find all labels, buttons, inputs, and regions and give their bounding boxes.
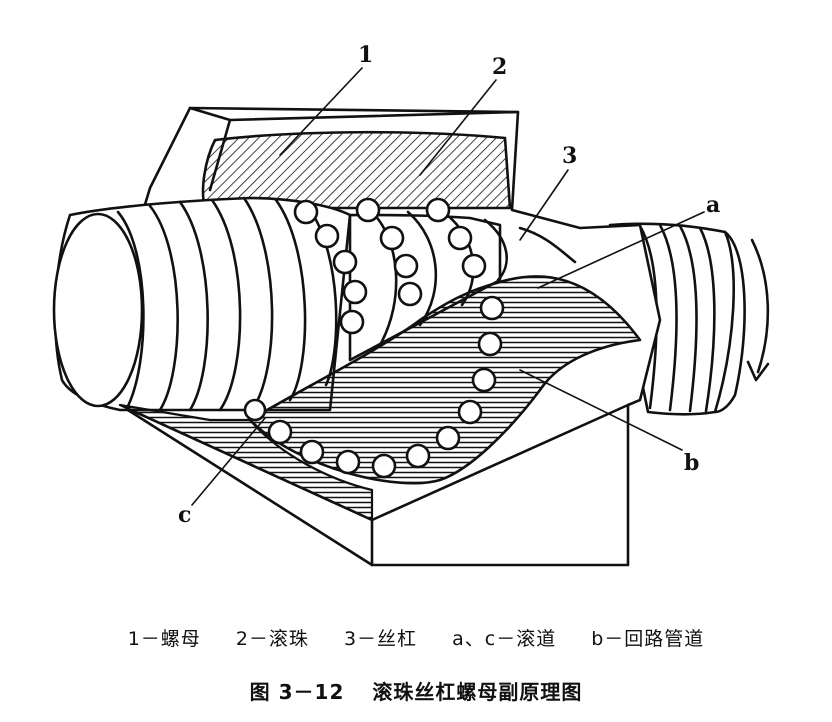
balls-raceway-top — [293, 197, 487, 335]
legend-item-screw: 3－丝杠 — [343, 628, 418, 650]
label-c: c — [178, 502, 191, 528]
screw-shaft-left — [52, 196, 352, 412]
legend-item-nut: 1－螺母 — [127, 628, 201, 650]
rotation-arrow-icon — [746, 238, 770, 382]
label-a: a — [706, 192, 720, 218]
nut-section-top — [201, 130, 512, 210]
legend-item-ball: 2－滚珠 — [235, 628, 309, 650]
leader-lines — [191, 67, 705, 506]
nut-base-section — [118, 403, 374, 522]
label-2: 2 — [492, 54, 507, 80]
balls-return-channel — [243, 295, 505, 479]
legend-item-return-tube: b－回路管道 — [591, 628, 705, 650]
ball-screw-diagram: 1 2 3 a b c — [52, 42, 770, 567]
label-b: b — [684, 450, 699, 476]
legend: 1－螺母 2－滚珠 3－丝杠 a、c－滚道 b－回路管道 — [0, 624, 832, 651]
label-1: 1 — [358, 42, 373, 68]
figure-caption: 图 3－12 滚珠丝杠螺母副原理图 — [0, 676, 832, 705]
figure-number: 图 3－12 — [249, 680, 345, 704]
figure-title: 滚珠丝杠螺母副原理图 — [372, 680, 583, 704]
label-3: 3 — [562, 143, 577, 169]
nut-section-lower — [248, 275, 642, 485]
legend-item-raceway: a、c－滚道 — [452, 628, 557, 650]
